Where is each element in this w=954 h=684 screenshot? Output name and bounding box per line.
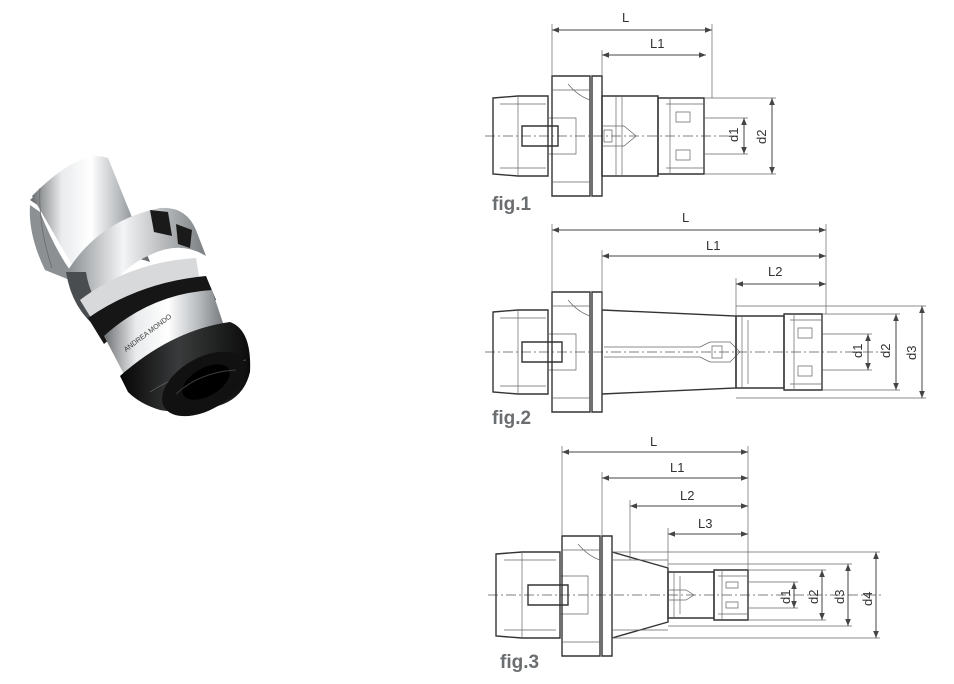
fig2-dim-d1: d1 <box>850 344 865 358</box>
fig1-dim-L: L <box>622 10 629 25</box>
fig2-label: fig.2 <box>492 408 531 429</box>
fig3-dim-d2: d2 <box>806 590 821 604</box>
fig1-label: fig.1 <box>492 194 531 215</box>
fig2-dim-L2: L2 <box>768 264 782 279</box>
fig3-dim-L3: L3 <box>698 516 712 531</box>
fig3-dim-d4: d4 <box>860 592 875 606</box>
fig3-label: fig.3 <box>500 652 539 673</box>
figure-3: L L1 L2 L3 d1 d2 d3 d4 fig.3 <box>488 434 882 673</box>
figure-2: L L1 L2 d1 d2 d3 fig.2 <box>485 210 926 429</box>
fig3-dim-L2: L2 <box>680 488 694 503</box>
fig1-dim-d1: d1 <box>726 128 741 142</box>
fig3-dim-L: L <box>650 434 657 449</box>
fig2-dim-L1: L1 <box>706 238 720 253</box>
fig1-dim-d2: d2 <box>754 130 769 144</box>
fig3-dim-d3: d3 <box>832 590 847 604</box>
fig2-dim-d2: d2 <box>878 344 893 358</box>
fig1-dim-L1: L1 <box>650 36 664 51</box>
fig2-dim-L: L <box>682 210 689 225</box>
fig3-dim-L1: L1 <box>670 460 684 475</box>
figure-1: L L1 d1 d2 fig.1 <box>485 10 776 215</box>
fig2-dim-d3: d3 <box>904 346 919 360</box>
tool-holder-photo: ANDREA MONDO <box>29 156 251 417</box>
fig3-dim-d1: d1 <box>778 590 793 604</box>
